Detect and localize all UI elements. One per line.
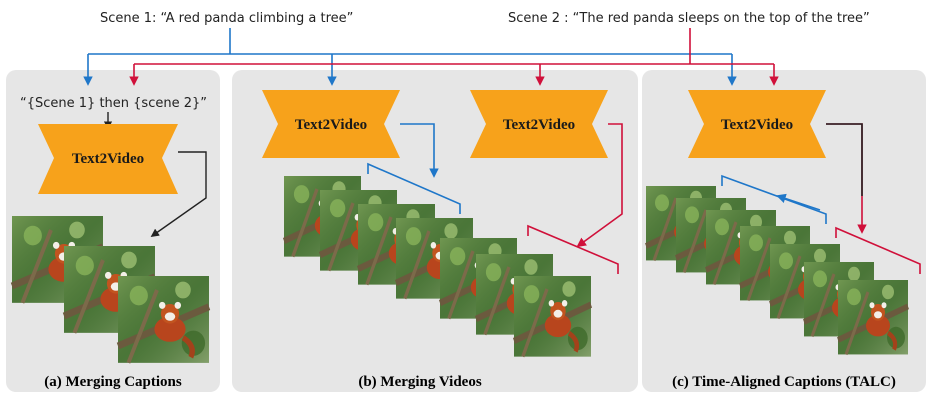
- scene-2-bracket-b: [527, 224, 619, 274]
- scene-1-label: Scene 1: “A red panda climbing a tree”: [100, 11, 353, 26]
- scene-2-label: Scene 2 : “The red panda sleeps on the t…: [508, 11, 870, 26]
- output-arrow-c: [826, 123, 863, 186]
- output-arrow-b1: [400, 123, 439, 178]
- model-label-b2: Text2Video: [503, 117, 575, 133]
- merged-prompt-label: “{Scene 1} then {scene 2}”: [20, 96, 207, 111]
- red-panda-video-frame: [838, 280, 908, 354]
- red-panda-video-frame: [118, 276, 209, 363]
- scene-2-bracket-c: [835, 226, 921, 274]
- caption-merging-captions: (a) Merging Captions: [44, 374, 182, 390]
- bowtie-model-icon: [262, 90, 400, 158]
- caption-talc: (c) Time-Aligned Captions (TALC): [672, 374, 896, 390]
- output-arrow-b2: [576, 123, 623, 248]
- model-label-b1: Text2Video: [295, 117, 367, 133]
- scene-1-arrow-c: [776, 193, 821, 211]
- scene-1-bracket-b: [367, 162, 461, 214]
- model-label-c: Text2Video: [721, 117, 793, 133]
- red-panda-video-frame: [514, 276, 591, 357]
- bowtie-model-icon: [38, 124, 178, 194]
- scene-1-bracket-c: [721, 174, 827, 224]
- caption-merging-videos: (b) Merging Videos: [358, 374, 481, 390]
- bowtie-model-icon: [688, 90, 826, 158]
- scene-2-arrows: [129, 28, 779, 86]
- scene-1-arrows: [83, 28, 737, 86]
- bowtie-model-icon: [470, 90, 608, 158]
- output-arrow-a: [150, 151, 207, 237]
- model-label-a: Text2Video: [72, 151, 144, 167]
